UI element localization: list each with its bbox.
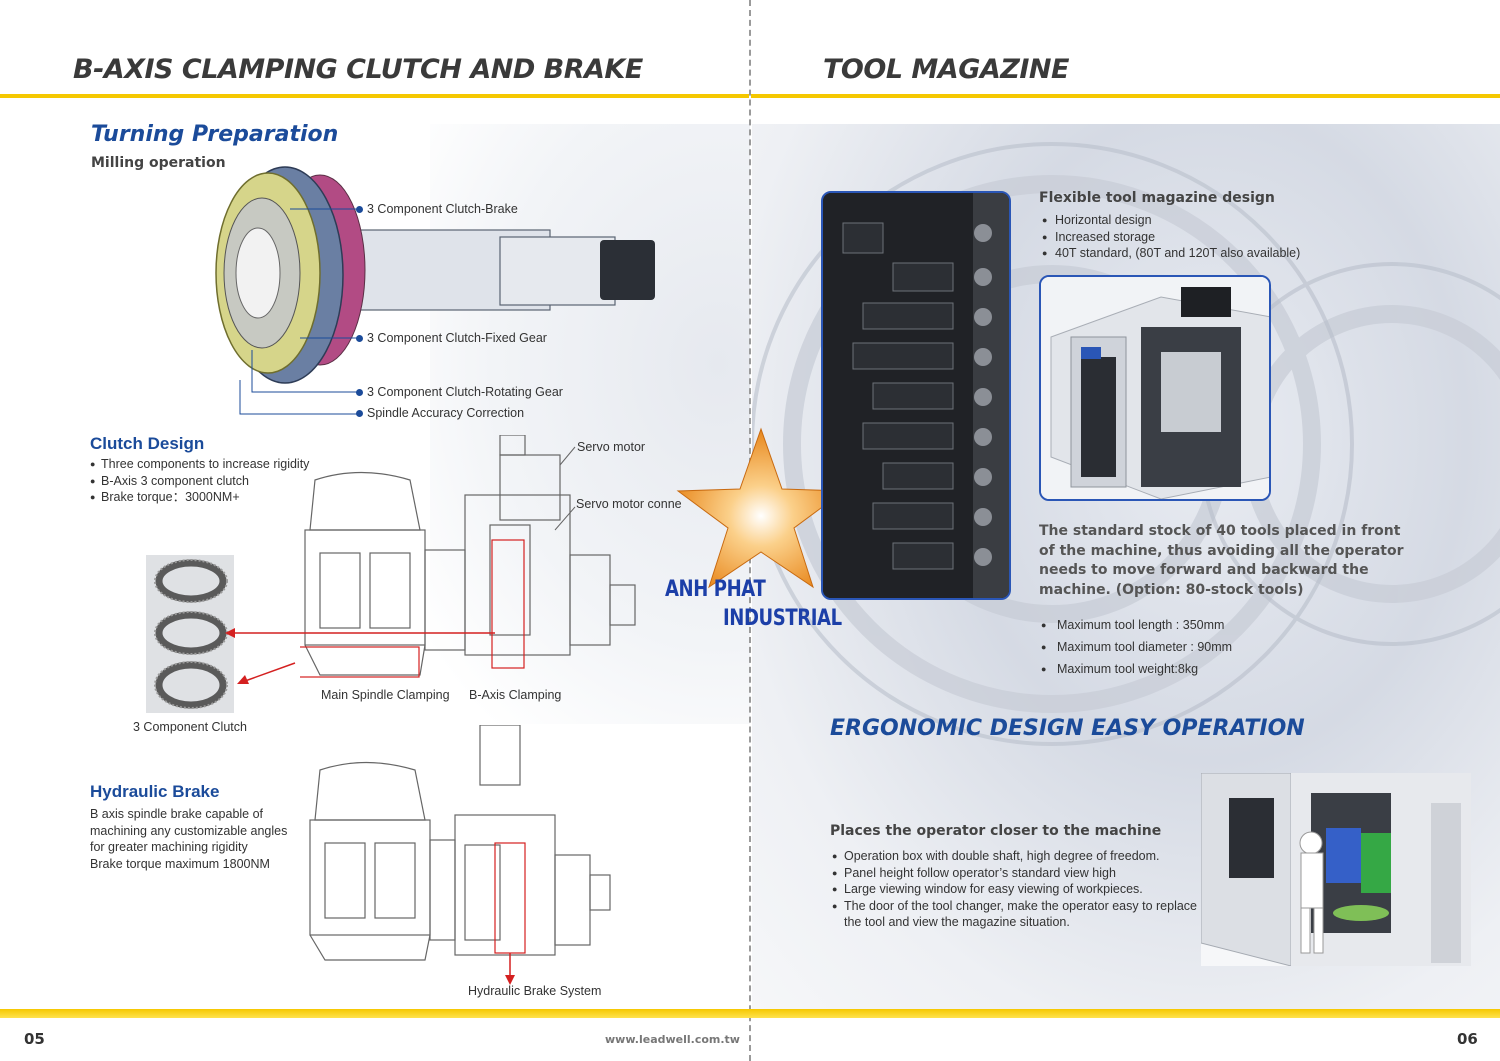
list-item: Brake torque：3000NM+ — [90, 489, 309, 506]
servo-motor-label: Servo motor — [577, 440, 646, 454]
left-header-title: B-AXIS CLAMPING CLUTCH AND BRAKE — [73, 54, 643, 85]
clutch-design-list: Three components to increase rigidity B-… — [90, 456, 309, 506]
right-header-bar — [751, 94, 1500, 98]
list-item: Large viewing window for easy viewing of… — [832, 881, 1212, 898]
callout-dot — [356, 410, 363, 417]
watermark-line2: INDUSTRIAL — [723, 606, 842, 631]
tool-specs-list: Maximum tool length : 350mm Maximum tool… — [1041, 614, 1232, 680]
text-line: Brake torque maximum 1800NM — [90, 856, 270, 871]
ergonomic-title: ERGONOMIC DESIGN EASY OPERATION — [830, 716, 1305, 741]
callout-rotating-gear: 3 Component Clutch-Rotating Gear — [367, 385, 563, 399]
footer-bar — [0, 1009, 1500, 1018]
component-clutch-label: 3 Component Clutch — [133, 720, 247, 734]
callout-dot — [356, 206, 363, 213]
callout-accuracy-correction: Spindle Accuracy Correction — [367, 406, 525, 420]
spindle-clutch-illustration — [215, 166, 655, 384]
list-item: B-Axis 3 component clutch — [90, 473, 309, 490]
clutch-machine-drawing — [300, 435, 636, 678]
hydraulic-machine-drawing — [309, 725, 611, 985]
list-item: Maximum tool weight:8kg — [1041, 658, 1232, 680]
clutch-design-title: Clutch Design — [90, 434, 205, 453]
flexible-magazine-title: Flexible tool magazine design — [1039, 190, 1275, 206]
list-item: Three components to increase rigidity — [90, 456, 309, 473]
list-item: Operation box with double shaft, high de… — [832, 848, 1212, 865]
list-item: Panel height follow operator’s standard … — [832, 865, 1212, 882]
watermark-line1: ANH PHAT — [665, 577, 766, 602]
servo-motor-connector-label: Servo motor conne — [576, 497, 682, 511]
callout-dot — [356, 335, 363, 342]
right-page-number: 06 — [1457, 1030, 1478, 1048]
list-item: Horizontal design — [1042, 212, 1300, 229]
left-header-bar — [0, 94, 749, 98]
list-item: 40T standard, (80T and 120T also availab… — [1042, 245, 1300, 262]
text-line: machining any customizable angles — [90, 823, 288, 838]
right-header-title: TOOL MAGAZINE — [823, 54, 1069, 85]
text-line: for greater machining rigidity — [90, 840, 248, 854]
turning-subtitle: Milling operation — [91, 155, 226, 171]
clutch-component-photo — [146, 555, 234, 713]
list-item: Maximum tool diameter : 90mm — [1041, 636, 1232, 658]
text-line: B axis spindle brake capable of — [90, 807, 264, 821]
tool-magazine-photo — [821, 191, 1011, 600]
turning-title: Turning Preparation — [91, 122, 339, 147]
callout-dot — [356, 389, 363, 396]
standard-stock-text: The standard stock of 40 tools placed in… — [1039, 523, 1404, 598]
operator-machine-photo — [1200, 772, 1471, 967]
left-background — [430, 124, 750, 724]
machine-render-photo — [1039, 275, 1271, 501]
ergonomic-list: Operation box with double shaft, high de… — [832, 848, 1212, 931]
left-page-number: 05 — [24, 1030, 45, 1048]
callout-clutch-brake: 3 Component Clutch-Brake — [367, 202, 518, 216]
callout-lines — [239, 208, 360, 415]
list-item: The door of the tool changer, make the o… — [832, 898, 1212, 931]
list-item: Increased storage — [1042, 229, 1300, 246]
b-axis-clamping-label: B-Axis Clamping — [469, 688, 562, 702]
footer-url[interactable]: www.leadwell.com.tw — [605, 1033, 740, 1046]
hydraulic-brake-title: Hydraulic Brake — [90, 782, 220, 801]
flexible-magazine-list: Horizontal design Increased storage 40T … — [1042, 212, 1300, 262]
ergonomic-subtitle: Places the operator closer to the machin… — [830, 823, 1162, 839]
callout-fixed-gear: 3 Component Clutch-Fixed Gear — [367, 331, 547, 345]
red-arrows — [225, 628, 495, 684]
list-item: Maximum tool length : 350mm — [1041, 614, 1232, 636]
hydraulic-brake-text: B axis spindle brake capable of machinin… — [90, 806, 287, 872]
main-spindle-clamping-label: Main Spindle Clamping — [321, 688, 450, 702]
hydraulic-brake-system-label: Hydraulic Brake System — [468, 984, 602, 998]
